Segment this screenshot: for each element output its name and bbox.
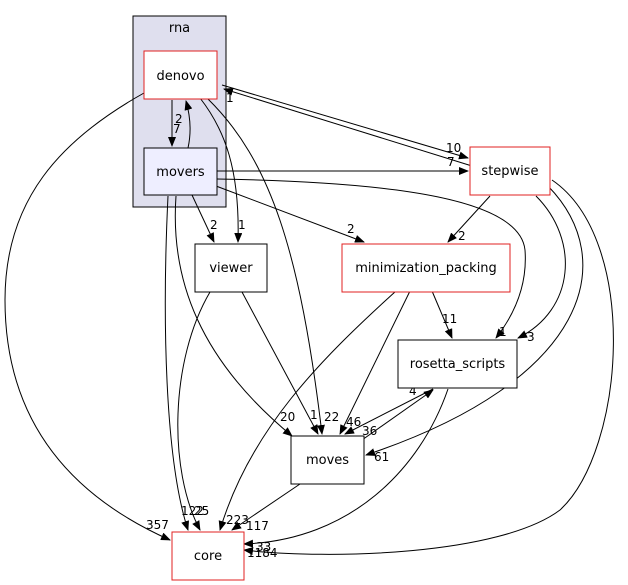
node-viewer[interactable]: viewer bbox=[194, 243, 268, 293]
edge-denovo-stepwise bbox=[221, 84, 469, 160]
edge-label: 117 bbox=[246, 519, 269, 533]
edge-stepwise-minpack bbox=[447, 195, 491, 243]
node-denovo-label: denovo bbox=[156, 69, 204, 84]
edge-rosetta-moves bbox=[344, 388, 434, 435]
edge-label: 1184 bbox=[247, 546, 278, 560]
edge-label: 2 bbox=[210, 218, 218, 232]
edge-movers-core bbox=[164, 195, 189, 531]
edge-denovo-moves bbox=[207, 98, 325, 435]
edge-label: 1 bbox=[226, 91, 234, 105]
edge-moves-core bbox=[231, 483, 301, 531]
edges bbox=[4, 84, 614, 556]
edge-label: 4 bbox=[409, 384, 417, 398]
edge-label: 61 bbox=[374, 450, 389, 464]
edge-viewer-moves bbox=[241, 291, 319, 435]
edge-movers-moves bbox=[174, 195, 293, 437]
edge-moves-rosetta bbox=[361, 389, 434, 441]
edge-movers-denovo bbox=[184, 100, 193, 149]
edge-label: 33 bbox=[256, 540, 271, 554]
edge-label: 357 bbox=[146, 518, 169, 532]
cluster-rna-label: rna bbox=[169, 21, 190, 36]
node-core[interactable]: core bbox=[171, 531, 245, 581]
edge-movers-minpack bbox=[215, 185, 365, 243]
edge-label: 7 bbox=[447, 155, 455, 169]
node-moves-label: moves bbox=[306, 453, 349, 468]
edge-labels: 7 2 10 1 7 1 2 2 2 1 3 11 22 20 1 46 36 … bbox=[146, 91, 535, 560]
node-stepwise[interactable]: stepwise bbox=[469, 146, 551, 196]
edge-denovo-viewer bbox=[199, 97, 243, 243]
nodes: denovo movers stepwise viewer minimizati… bbox=[143, 50, 551, 581]
edge-label: 10 bbox=[446, 141, 461, 155]
edge-label: 25 bbox=[194, 504, 209, 518]
edge-minpack-rosetta bbox=[431, 290, 453, 339]
edge-movers-viewer bbox=[191, 194, 215, 243]
node-minimization-packing[interactable]: minimization_packing bbox=[341, 243, 511, 293]
edge-stepwise-core bbox=[243, 179, 614, 556]
edge-label: 1 bbox=[499, 325, 507, 339]
node-rosetta-scripts[interactable]: rosetta_scripts bbox=[397, 339, 518, 389]
edge-label: 11 bbox=[442, 312, 457, 326]
edge-label: 22 bbox=[324, 410, 339, 424]
node-viewer-label: viewer bbox=[209, 261, 253, 276]
edge-label: 46 bbox=[346, 415, 361, 429]
edge-viewer-core bbox=[177, 291, 211, 531]
edge-denovo-core bbox=[4, 92, 171, 541]
node-movers[interactable]: movers bbox=[143, 147, 218, 196]
edge-label: 2 bbox=[175, 112, 183, 126]
edge-stepwise-moves bbox=[365, 185, 584, 456]
node-minimization-packing-label: minimization_packing bbox=[355, 261, 497, 276]
node-movers-label: movers bbox=[156, 165, 205, 180]
edge-label: 2 bbox=[458, 229, 466, 243]
edge-label: 2 bbox=[347, 222, 355, 236]
edge-label: 122 bbox=[181, 504, 204, 518]
edge-minpack-moves bbox=[339, 290, 411, 435]
edge-minpack-core bbox=[218, 290, 397, 531]
edge-label: 1 bbox=[310, 408, 318, 422]
edge-stepwise-denovo bbox=[223, 87, 473, 167]
edge-label: 20 bbox=[280, 410, 295, 424]
node-stepwise-label: stepwise bbox=[481, 164, 538, 179]
edge-movers-rosetta bbox=[216, 178, 526, 339]
edge-stepwise-rosetta bbox=[517, 195, 566, 339]
node-denovo[interactable]: denovo bbox=[143, 50, 218, 100]
edge-label: 36 bbox=[362, 424, 377, 438]
edge-label: 1 bbox=[238, 218, 246, 232]
edge-rosetta-core bbox=[243, 388, 449, 548]
node-moves[interactable]: moves bbox=[290, 435, 365, 485]
edge-label: 3 bbox=[527, 330, 535, 344]
node-core-label: core bbox=[194, 549, 222, 564]
node-rosetta-scripts-label: rosetta_scripts bbox=[410, 357, 506, 372]
edge-label: 7 bbox=[173, 122, 181, 136]
edge-label: 223 bbox=[226, 513, 249, 527]
